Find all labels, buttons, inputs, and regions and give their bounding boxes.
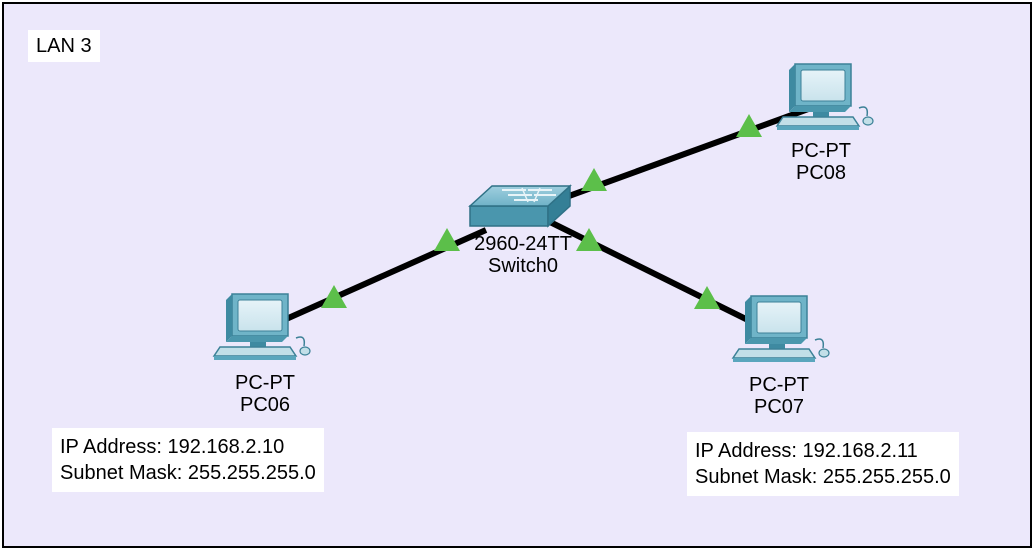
pc08-model: PC-PT [791,140,851,162]
pc07-name: PC07 [753,396,805,418]
pc06-ip-note: IP Address: 192.168.2.10 Subnet Mask: 25… [52,428,324,492]
link-up-indicator [694,286,720,309]
pc07-label: PC-PT PC07 [714,374,844,418]
pc06-label: PC-PT PC06 [200,372,330,416]
switch-label: 2960-24TT Switch0 [458,233,588,277]
pc07-icon[interactable] [732,295,830,363]
pc07-ip-address: IP Address: 192.168.2.11 [695,440,918,462]
lan-label: LAN 3 [28,30,100,62]
pc06-ip-address: IP Address: 192.168.2.10 [60,436,285,458]
pc08-name: PC08 [795,162,847,184]
switch-model: 2960-24TT [474,233,572,255]
pc08-icon[interactable] [776,63,874,131]
link-up-indicator [576,228,602,251]
link-up-indicator [321,285,347,308]
link-up-indicator [434,228,460,251]
switch-name: Switch0 [487,255,559,277]
network-diagram [213,63,874,363]
pc06-icon[interactable] [213,293,311,361]
link-up-indicator [736,114,762,137]
pc06-model: PC-PT [235,372,295,394]
pc07-model: PC-PT [749,374,809,396]
pc06-subnet-mask: Subnet Mask: 255.255.255.0 [60,462,316,484]
pc06-name: PC06 [239,394,291,416]
link-switch-pc07[interactable] [544,217,768,332]
pc08-label: PC-PT PC08 [756,140,886,184]
link-up-indicator [581,168,607,191]
pc07-subnet-mask: Subnet Mask: 255.255.255.0 [695,466,951,488]
switch-icon[interactable] [468,184,572,228]
pc07-ip-note: IP Address: 192.168.2.11 Subnet Mask: 25… [687,432,959,496]
